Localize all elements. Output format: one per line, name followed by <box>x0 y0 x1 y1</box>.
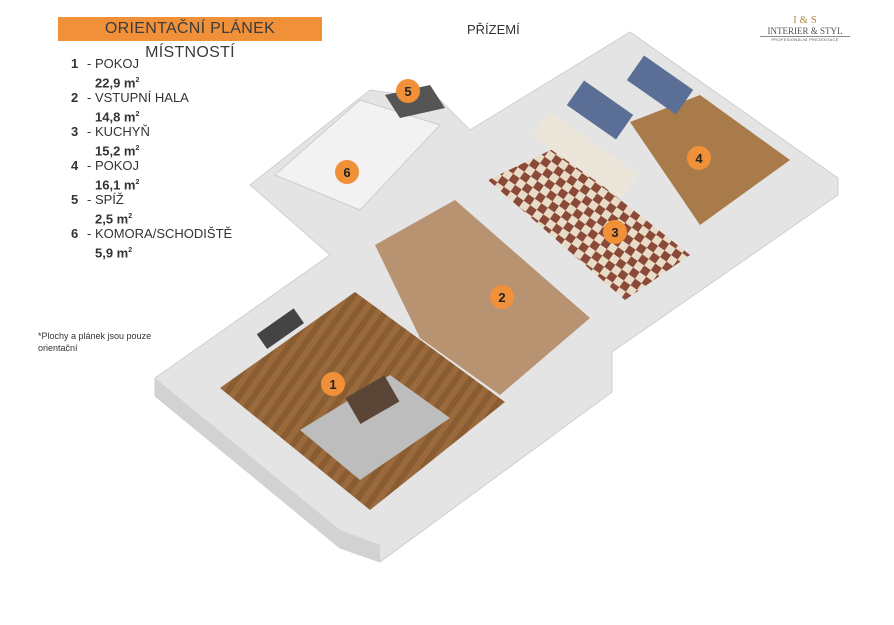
room-area: 2,5 m <box>95 211 129 227</box>
legend-item: 4 - POKOJ 16,1 m2 <box>71 157 232 193</box>
plan-title: ORIENTAČNÍ PLÁNEK MÍSTNOSTÍ <box>58 17 322 61</box>
room-legend: 1- POKOJ 22,9 m2 2- VSTUPNÍ HALA 14,8 m2… <box>71 55 233 261</box>
bed <box>566 80 634 140</box>
room-area: 16,1 m <box>95 177 136 193</box>
unit-superscript: 2 <box>135 77 140 84</box>
coffee-table <box>345 375 400 424</box>
room-2-floor <box>375 200 590 395</box>
room-area: 5,9 m <box>95 245 129 261</box>
unit-superscript: 2 <box>135 145 140 152</box>
unit-superscript: 2 <box>135 179 140 186</box>
logo-tagline: PROFESIONÁLNÍ PREZENTACE <box>771 37 839 42</box>
room-name: - KOMORA/SCHODIŠTĚ <box>87 226 233 241</box>
room-number: 6 <box>71 226 79 241</box>
room-name: - KUCHYŇ <box>87 124 150 139</box>
room-area: 15,2 m <box>95 143 136 159</box>
room-name: - POKOJ <box>87 158 140 173</box>
svg-text:4: 4 <box>695 151 703 166</box>
room-number: 5 <box>71 192 79 207</box>
tv <box>256 308 305 349</box>
room-6-stairs <box>274 99 441 211</box>
company-logo: I & S INTERIER & STYL PROFESIONÁLNÍ PREZ… <box>760 14 850 42</box>
floor-label: PŘÍZEMÍ <box>467 22 520 37</box>
unit-superscript: 2 <box>128 247 133 254</box>
room-badge-6[interactable]: 6 <box>335 160 359 184</box>
unit-superscript: 2 <box>128 213 133 220</box>
svg-text:3: 3 <box>611 225 618 240</box>
disclaimer-note: *Plochy a plánek jsou pouze orientační <box>38 331 152 353</box>
room-badge-3[interactable]: 3 <box>603 220 627 244</box>
room-name: - VSTUPNÍ HALA <box>87 90 189 105</box>
room-number: 3 <box>71 124 79 139</box>
svg-text:2: 2 <box>498 290 505 305</box>
room-number: 1 <box>71 56 79 71</box>
room-number: 2 <box>71 90 79 105</box>
legend-item: 1 - POKOJ 22,9 m2 <box>71 55 232 91</box>
room-name: - SPÍŽ <box>87 192 124 207</box>
legend-item: 5 - SPÍŽ 2,5 m2 <box>71 191 232 227</box>
legend-item: 6 - KOMORA/SCHODIŠTĚ 5,9 m2 <box>71 225 233 261</box>
room-badge-2[interactable]: 2 <box>490 285 514 309</box>
room-badge-1[interactable]: 1 <box>321 372 345 396</box>
bed <box>626 55 694 115</box>
room-area: 22,9 m <box>95 75 136 91</box>
legend-item: 3 - KUCHYŇ 15,2 m2 <box>71 123 232 159</box>
room-3-floor <box>488 148 690 300</box>
logo-name: INTERIER & STYL <box>760 26 850 37</box>
room-badge-5[interactable]: 5 <box>396 79 420 103</box>
room-name: - POKOJ <box>87 56 140 71</box>
svg-text:1: 1 <box>329 377 336 392</box>
unit-superscript: 2 <box>135 111 140 118</box>
svg-text:5: 5 <box>404 84 411 99</box>
wall-side-shade <box>155 378 380 562</box>
room-area: 14,8 m <box>95 109 136 125</box>
legend-item: 2- VSTUPNÍ HALA 14,8 m2 <box>71 89 232 125</box>
logo-mark: I & S <box>793 14 817 26</box>
svg-text:6: 6 <box>343 165 350 180</box>
room-number: 4 <box>71 158 79 173</box>
kitchen-counter <box>531 111 639 199</box>
sofa <box>300 375 450 480</box>
room-badge-4[interactable]: 4 <box>687 146 711 170</box>
